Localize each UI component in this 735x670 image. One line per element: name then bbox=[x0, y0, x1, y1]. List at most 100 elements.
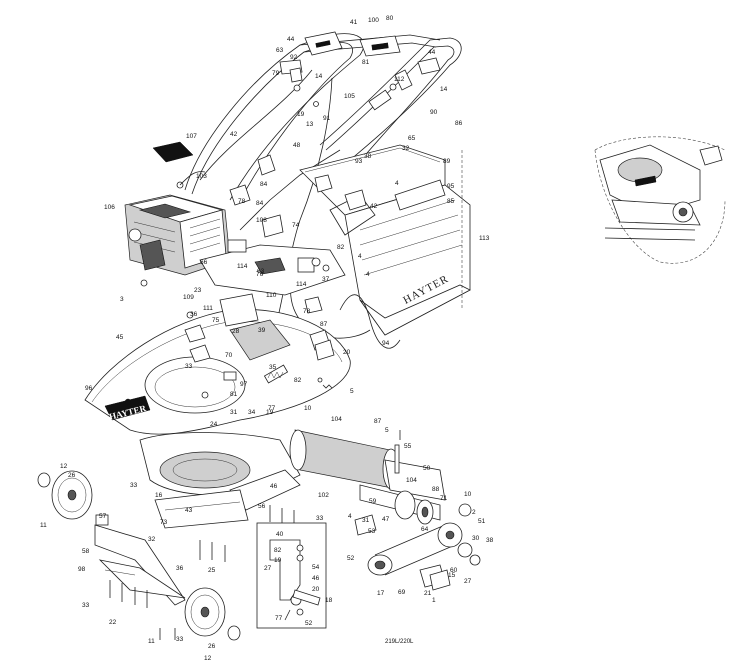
part-label: 82 bbox=[294, 377, 302, 384]
part-label: 107 bbox=[186, 133, 197, 140]
part-label: 51 bbox=[478, 518, 486, 525]
part-label: 4 bbox=[366, 271, 370, 278]
part-label: 37 bbox=[322, 276, 330, 283]
part-label: 35 bbox=[269, 364, 277, 371]
drawing-code: 219L/220L bbox=[385, 639, 414, 645]
part-label: 81 bbox=[230, 391, 238, 398]
part-label: 11 bbox=[40, 522, 47, 529]
engine-unit bbox=[124, 171, 231, 276]
front-wheel-right bbox=[184, 587, 241, 641]
part-label: 33 bbox=[82, 602, 90, 609]
part-label: 73 bbox=[160, 519, 168, 526]
part-label: 19 bbox=[266, 409, 274, 416]
part-label: 78 bbox=[238, 198, 246, 205]
part-label: 60 bbox=[450, 567, 458, 574]
part-label: 55 bbox=[404, 443, 412, 450]
part-label: 32 bbox=[148, 536, 156, 543]
inset-label: 20 bbox=[312, 586, 320, 593]
misc-small-parts bbox=[140, 67, 451, 591]
part-label: 36 bbox=[176, 565, 184, 572]
part-label: 32 bbox=[402, 145, 410, 152]
deck-top-plate bbox=[199, 239, 346, 296]
part-label: 66 bbox=[200, 259, 208, 266]
part-label: 92 bbox=[290, 54, 298, 61]
part-label: 42 bbox=[370, 203, 378, 210]
part-label: 106 bbox=[104, 204, 115, 211]
part-label: 4 bbox=[348, 513, 352, 520]
part-label: 63 bbox=[257, 268, 265, 275]
part-label: 96 bbox=[85, 385, 93, 392]
part-label: 79 bbox=[272, 70, 280, 77]
inset-label: 27 bbox=[264, 565, 272, 572]
handle-assembly bbox=[184, 31, 462, 331]
part-label: 41 bbox=[350, 19, 358, 26]
inset-label: 18 bbox=[325, 597, 333, 604]
part-label: 111 bbox=[203, 305, 213, 312]
part-label: 28 bbox=[232, 328, 240, 335]
screws-lower bbox=[109, 505, 295, 640]
part-label: 84 bbox=[260, 181, 268, 188]
inset-label: 46 bbox=[312, 575, 320, 582]
part-label: 45 bbox=[116, 334, 124, 341]
part-label: 48 bbox=[293, 142, 301, 149]
part-label: 33 bbox=[176, 636, 184, 643]
part-label: 11 bbox=[148, 638, 155, 645]
part-label: 26 bbox=[68, 472, 76, 479]
part-label: 33 bbox=[185, 363, 193, 370]
part-label: 12 bbox=[204, 655, 212, 662]
part-label: 44 bbox=[428, 49, 436, 56]
part-label: 97 bbox=[240, 381, 248, 388]
part-label: 57 bbox=[99, 513, 107, 520]
part-label: 108 bbox=[256, 217, 267, 224]
part-label: 58 bbox=[82, 548, 90, 555]
part-label: 50 bbox=[423, 465, 431, 472]
part-label: 42 bbox=[230, 131, 238, 138]
part-label: 4 bbox=[395, 180, 399, 187]
part-label: 34 bbox=[248, 409, 256, 416]
part-label: 47 bbox=[382, 516, 390, 523]
part-label: 19 bbox=[297, 111, 305, 118]
part-label: 89 bbox=[443, 158, 451, 165]
inset-label: 19 bbox=[274, 557, 282, 564]
part-label: 88 bbox=[432, 486, 440, 493]
part-label: 74 bbox=[292, 222, 300, 229]
part-label: 38 bbox=[364, 153, 372, 160]
inset-label: 52 bbox=[305, 620, 313, 627]
grass-collector: HAYTER bbox=[299, 144, 471, 336]
part-label: 3 bbox=[120, 296, 124, 303]
part-label: 104 bbox=[406, 477, 417, 484]
part-label: 91 bbox=[323, 115, 331, 122]
part-label: 25 bbox=[208, 567, 216, 574]
part-label: 14 bbox=[440, 86, 448, 93]
mower-deck: HAYTER bbox=[84, 293, 351, 435]
part-label: 76 bbox=[256, 271, 264, 278]
part-label: 81 bbox=[362, 59, 370, 66]
part-label: 64 bbox=[421, 526, 429, 533]
part-label: 109 bbox=[183, 294, 194, 301]
part-label: 63 bbox=[276, 47, 284, 54]
part-label: 87 bbox=[320, 321, 328, 328]
part-label: 94 bbox=[382, 340, 390, 347]
part-label: 75 bbox=[212, 317, 220, 324]
part-label: 1 bbox=[432, 597, 436, 604]
part-label: 38 bbox=[486, 537, 494, 544]
part-label: 78 bbox=[303, 308, 311, 315]
part-label: 59 bbox=[369, 498, 377, 505]
inset-label: 54 bbox=[312, 564, 320, 571]
part-label: 103 bbox=[196, 173, 207, 180]
part-label: 98 bbox=[78, 566, 86, 573]
part-label: 10 bbox=[464, 491, 472, 498]
part-label: 27 bbox=[464, 578, 472, 585]
front-wheel-left bbox=[37, 470, 93, 520]
belt-drive bbox=[367, 430, 481, 588]
part-label: 113 bbox=[479, 235, 490, 242]
part-label: 105 bbox=[344, 93, 355, 100]
part-label: 82 bbox=[337, 244, 345, 251]
side-detail-view bbox=[594, 136, 726, 264]
part-label: 15 bbox=[448, 572, 456, 579]
decal-pad bbox=[152, 141, 194, 163]
part-label: 77 bbox=[268, 405, 276, 412]
